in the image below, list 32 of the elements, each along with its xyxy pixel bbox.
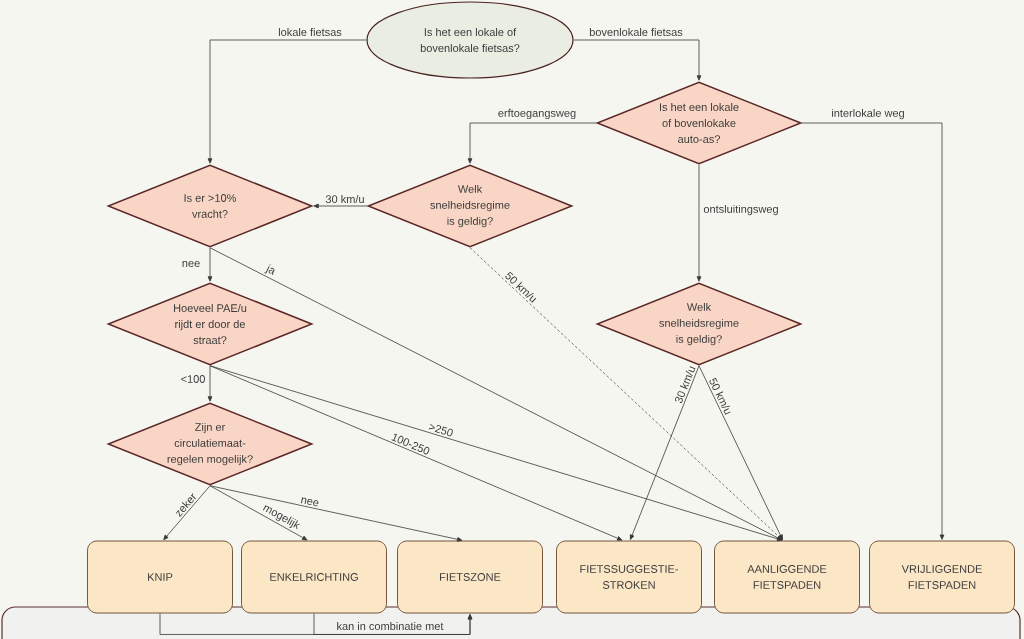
arrow xyxy=(207,39,367,164)
edge-label: lokale fietsas xyxy=(276,26,344,38)
edge-label: 30 km/u xyxy=(672,363,698,406)
arrow xyxy=(163,485,211,541)
outcome-box: ENKELRICHTING xyxy=(241,540,387,614)
arrow xyxy=(629,365,700,540)
arrow xyxy=(313,203,368,209)
edge-label: 30 km/u xyxy=(324,193,366,205)
arrow xyxy=(698,365,783,540)
arrow xyxy=(467,122,597,164)
edge-label: 50 km/u xyxy=(706,375,735,418)
edge-label: ja xyxy=(262,262,279,279)
edge-label: >250 xyxy=(426,420,456,439)
arrow xyxy=(207,365,213,402)
outcome-box: VRIJLIGGENDE FIETSPADEN xyxy=(869,540,1015,614)
arrow xyxy=(207,247,213,282)
outcome-box: FIETSSUGGESTIE- STROKEN xyxy=(556,540,702,614)
edge-label: <100 xyxy=(179,373,207,385)
edge-label: kan in combinatie met xyxy=(335,620,445,632)
edge-label: nee xyxy=(180,259,202,269)
arrow xyxy=(696,164,702,282)
edge-label: nee xyxy=(298,495,321,509)
arrow xyxy=(209,365,623,541)
edge-label: bovenlokale fietsas xyxy=(587,26,685,38)
arrow xyxy=(801,122,945,540)
arrow xyxy=(573,39,702,81)
outcome-box: KNIP xyxy=(87,540,233,614)
arrow xyxy=(209,485,463,542)
outcome-box: FIETSZONE xyxy=(397,540,543,614)
outcome-box: AANLIGGENDE FIETSPADEN xyxy=(714,540,860,614)
arrow xyxy=(313,613,473,635)
arrow xyxy=(209,485,308,541)
